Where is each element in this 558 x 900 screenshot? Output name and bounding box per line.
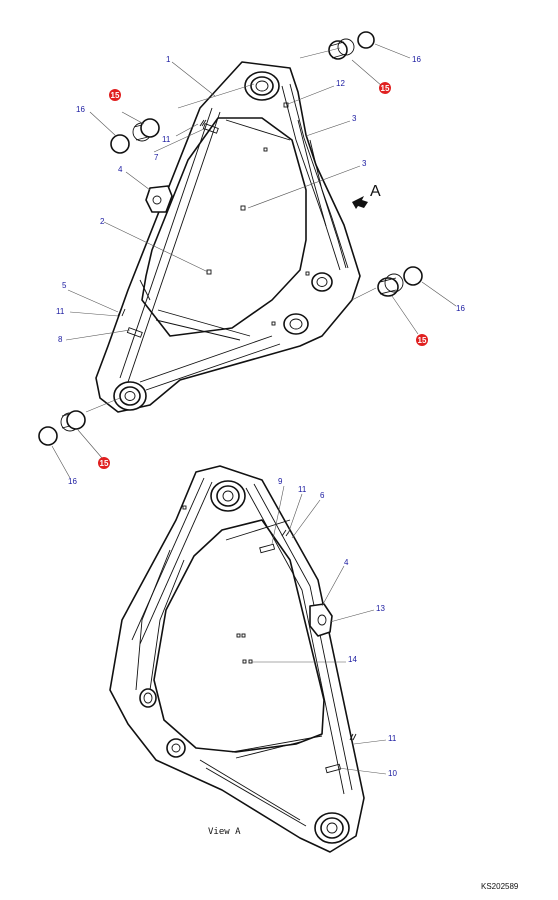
right-bosses <box>283 272 333 335</box>
callout-16: 16 <box>68 477 77 486</box>
callout-4: 4 <box>118 165 123 174</box>
seal-ring-16 <box>403 266 423 286</box>
callout-5: 5 <box>62 281 67 290</box>
seal-ring-16 <box>110 134 130 154</box>
lug-bracket <box>145 185 173 213</box>
callout-13: 13 <box>376 604 385 613</box>
stud <box>305 271 310 276</box>
nut-3 <box>240 205 246 211</box>
stud <box>271 321 276 326</box>
badge-15-label: 15 <box>381 84 390 93</box>
plate-10 <box>325 763 342 774</box>
callout-11: 11 <box>388 734 397 743</box>
leaders-top <box>51 43 457 479</box>
callout-11: 11 <box>56 307 65 316</box>
plate-9 <box>259 543 276 554</box>
callouts-bottom: 9 11 6 4 13 14 11 10 <box>278 477 397 778</box>
fitting-11 <box>117 308 126 317</box>
view-a-left-bosses <box>139 688 186 758</box>
highlight-badge-15: 15 <box>416 334 428 346</box>
callout-3: 3 <box>362 159 367 168</box>
callout-11: 11 <box>298 485 307 494</box>
bushing-set-top <box>38 31 423 446</box>
nut <box>241 633 246 638</box>
bushing-15 <box>66 410 86 430</box>
callout-14: 14 <box>348 655 357 664</box>
callout-11: 11 <box>162 135 171 144</box>
callout-9: 9 <box>278 477 283 486</box>
badge-15-label: 15 <box>418 336 427 345</box>
callout-16: 16 <box>456 304 465 313</box>
seal-ring-16 <box>38 426 58 446</box>
plate-7 <box>202 123 219 134</box>
fitting-11 <box>349 733 357 741</box>
drawing-code: KS202589 <box>481 882 519 891</box>
badge-15-label: 15 <box>100 459 109 468</box>
callout-10: 10 <box>388 769 397 778</box>
nut-14 <box>248 659 253 664</box>
highlight-badge-15: 15 <box>109 89 121 101</box>
view-a-label: View A <box>208 827 241 837</box>
callout-12: 12 <box>336 79 345 88</box>
callout-6: 6 <box>320 491 325 500</box>
callouts-top: 1 2 3 3 4 5 7 8 11 11 12 16 16 16 16 15 … <box>56 55 465 486</box>
callout-7: 7 <box>154 153 159 162</box>
callout-1: 1 <box>166 55 171 64</box>
view-a-frame-assembly <box>109 465 365 853</box>
highlight-badge-15: 15 <box>379 82 391 94</box>
leaders-bottom <box>252 485 387 775</box>
view-a-bottom-boss <box>314 812 350 844</box>
callout-4: 4 <box>344 558 349 567</box>
view-arrow: A <box>352 183 381 209</box>
callout-8: 8 <box>58 335 63 344</box>
highlight-badge-15: 15 <box>98 457 110 469</box>
bottom-left-boss <box>113 381 147 411</box>
callout-3: 3 <box>352 114 357 123</box>
badge-15-label: 15 <box>111 91 120 100</box>
bushing-15 <box>140 118 160 138</box>
view-a-top-boss <box>210 480 246 512</box>
nut-2 <box>206 269 212 275</box>
nut-14 <box>242 659 247 664</box>
view-arrow-label: A <box>370 183 381 200</box>
nut-12 <box>283 102 289 108</box>
top-frame-assembly <box>95 61 361 413</box>
top-boss <box>244 71 280 101</box>
nut <box>236 633 241 638</box>
seal-ring-16 <box>357 31 375 49</box>
stud <box>263 147 268 152</box>
fitting-11 <box>199 119 207 127</box>
stud <box>182 505 187 510</box>
callout-16: 16 <box>76 105 85 114</box>
callout-2: 2 <box>100 217 105 226</box>
view-a-lug-bracket <box>309 603 333 637</box>
callout-16: 16 <box>412 55 421 64</box>
